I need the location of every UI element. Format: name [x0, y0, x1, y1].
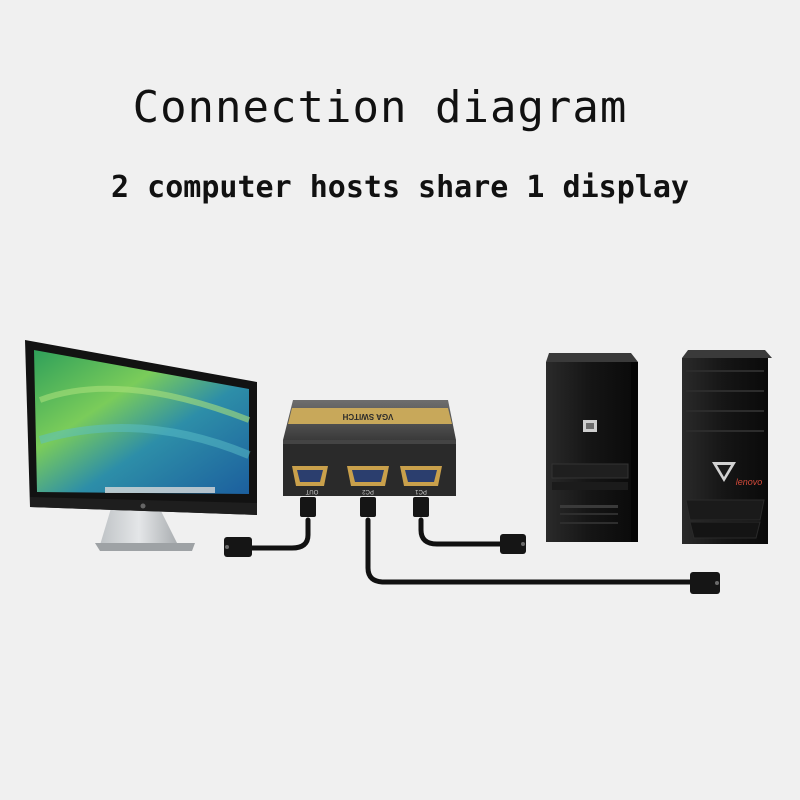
cable-out-to-monitor	[249, 517, 311, 551]
pc-left-body	[546, 362, 634, 542]
diagram-subtitle: 2 computer hosts share 1 display	[111, 170, 689, 205]
cable-pc2-to-pc-right	[365, 517, 693, 585]
pc-left-top	[546, 353, 638, 362]
pc-left-drive-bay	[551, 463, 629, 479]
vga-port-pc2	[347, 466, 389, 486]
switch-label-band	[288, 408, 452, 424]
port-label-out: OUT	[305, 488, 318, 494]
connector-pc-left-end	[500, 534, 526, 554]
cable-pc1-to-pc-left	[418, 517, 503, 547]
connector-pc1	[413, 497, 429, 517]
port-label-pc2: PC2	[362, 488, 374, 494]
vga-switch: VGA SWITCH OUT PC2 PC1	[283, 400, 456, 496]
pc-right-top	[682, 350, 772, 358]
vga-cables	[249, 517, 693, 585]
vga-port-pc1	[400, 466, 442, 486]
monitor-stand	[100, 505, 178, 545]
switch-label: VGA SWITCH	[342, 412, 393, 421]
port-label-pc1: PC1	[415, 488, 427, 494]
pc-right: lenovo	[682, 350, 772, 544]
connector-pc2	[360, 497, 376, 517]
diagram-title: Connection diagram	[132, 82, 628, 133]
cable-connectors	[224, 497, 720, 594]
monitor-dock	[105, 487, 215, 493]
monitor-stand-base	[95, 543, 195, 551]
connector-out	[300, 497, 316, 517]
apple-logo-icon	[140, 503, 146, 509]
vga-port-out	[292, 466, 328, 486]
pc-left	[546, 353, 638, 542]
monitor	[25, 340, 257, 551]
connector-monitor-end	[224, 537, 252, 557]
pc-right-brand: lenovo	[736, 477, 763, 487]
monitor-screen	[34, 350, 249, 494]
connector-pc-right-end	[690, 572, 720, 594]
